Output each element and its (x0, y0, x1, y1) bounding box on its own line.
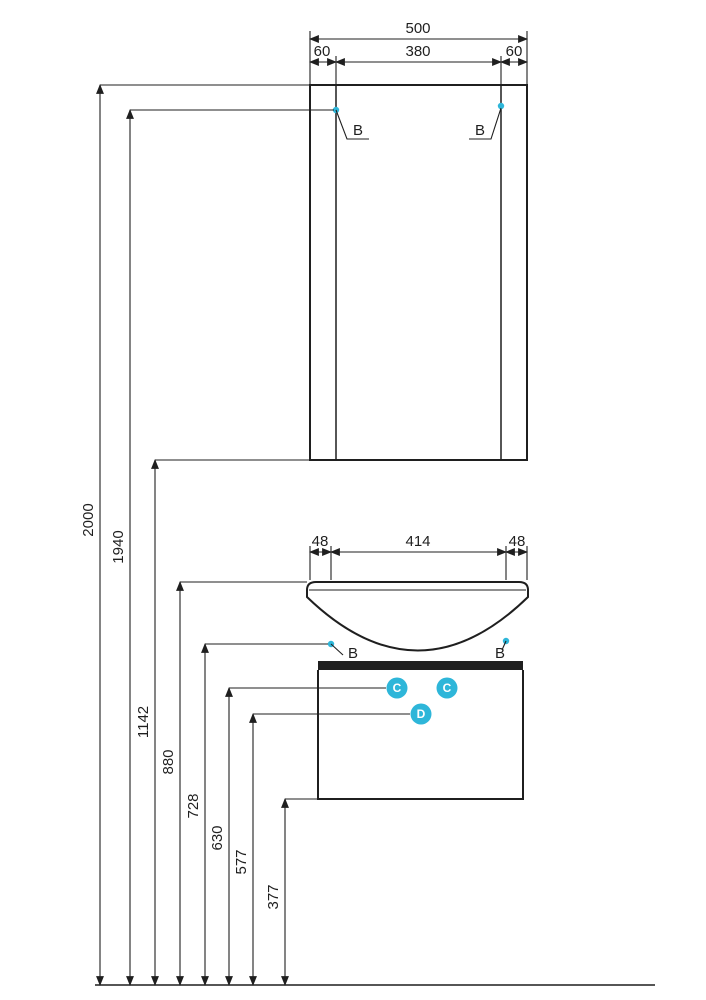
height-label-1142: 1142 (135, 706, 152, 738)
hole-c1-label: C (393, 681, 402, 695)
dim-label-48-right: 48 (509, 533, 526, 550)
mirror-mount-label-left: B (353, 122, 363, 139)
height-dim-577: 577 (233, 713, 410, 986)
dim-label-48-left: 48 (312, 533, 329, 550)
height-dimensions: 2000 1940 1142 880 728 630 (80, 84, 410, 986)
hole-d (410, 703, 432, 725)
cabinet-top-rail (318, 661, 523, 670)
mirror-cabinet-outline (309, 84, 528, 461)
height-dim-2000: 2000 (80, 84, 310, 986)
height-label-880: 880 (160, 749, 177, 774)
height-dim-1142: 1142 (135, 459, 310, 986)
height-label-577: 577 (233, 849, 250, 874)
mirror-mount-point-right (497, 102, 505, 110)
dim-label-414: 414 (405, 533, 430, 550)
height-dim-880: 880 (160, 581, 307, 986)
hole-c2-label: C (443, 681, 452, 695)
washbasin-outline (306, 581, 529, 652)
dim-label-500: 500 (405, 20, 430, 37)
vanity-width-dimensions: 48 414 48 (309, 533, 528, 580)
vanity-mount-label-right: B (495, 645, 505, 662)
mirror-mount-label-right: B (475, 122, 485, 139)
vanity-unit: B B C C D (306, 581, 529, 800)
height-label-1940: 1940 (110, 530, 127, 563)
cabinet-body-outline (317, 670, 524, 800)
hole-c2 (436, 677, 458, 699)
height-label-377: 377 (265, 884, 282, 909)
dim-label-60-right: 60 (506, 43, 523, 60)
mirror-cabinet: B B (309, 84, 528, 461)
dim-label-380: 380 (405, 43, 430, 60)
hole-d-label: D (417, 707, 426, 721)
vanity-mount-label-left: B (348, 645, 358, 662)
mirror-mount-leader-left (335, 109, 369, 140)
mirror-mount-leader-right (469, 107, 502, 140)
height-dim-1940: 1940 (110, 109, 334, 986)
height-label-728: 728 (185, 793, 202, 818)
height-dim-377: 377 (265, 798, 318, 986)
vanity-mount-leader-right (501, 640, 507, 651)
height-label-630: 630 (209, 825, 226, 850)
height-dim-630: 630 (209, 687, 386, 986)
height-dim-728: 728 (185, 643, 328, 986)
hole-c1 (386, 677, 408, 699)
dim-label-60-left: 60 (314, 43, 331, 60)
fixing-holes: C C D (386, 677, 458, 725)
height-label-2000: 2000 (80, 503, 97, 536)
mirror-width-dimensions: 500 60 380 60 (309, 20, 528, 84)
vanity-mount-leader-left (330, 643, 344, 656)
